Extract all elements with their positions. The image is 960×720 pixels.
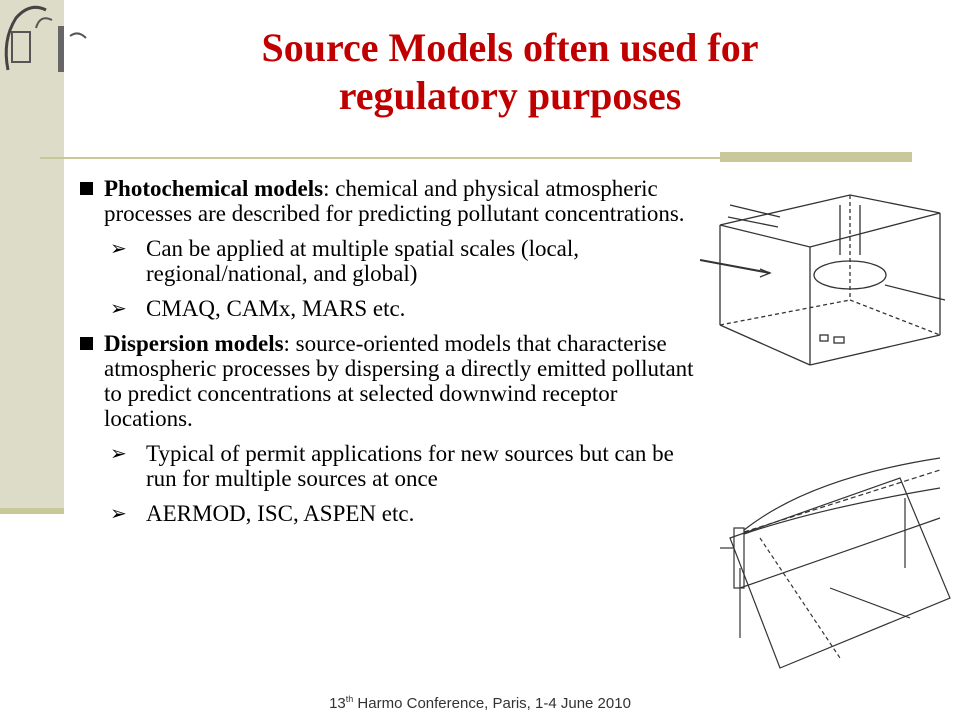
title-line-1: Source Models often used for (261, 25, 759, 70)
sub-bullet-item: ➢ Typical of permit applications for new… (76, 441, 696, 491)
square-bullet-icon (80, 337, 93, 350)
photochemical-box-diagram (700, 194, 946, 366)
sub-bullet-item: ➢ CMAQ, CAMx, MARS etc. (76, 296, 696, 321)
arrow-bullet-icon: ➢ (110, 296, 127, 320)
bullet-text: : source-oriented models that characteri… (104, 331, 694, 431)
sub-bullet-text: AERMOD, ISC, ASPEN etc. (146, 501, 415, 526)
sidebar-strip (0, 508, 64, 514)
title-line-2: regulatory purposes (338, 73, 682, 118)
bullet-item: Photochemical models: chemical and physi… (76, 176, 696, 226)
arrow-bullet-icon: ➢ (110, 501, 127, 525)
sidebar-decoration (0, 0, 64, 512)
conference-logo-icon (4, 5, 87, 72)
sub-bullet-text: Typical of permit applications for new s… (146, 441, 674, 491)
arrow-bullet-icon: ➢ (110, 441, 127, 465)
bullet-item: Dispersion models: source-oriented model… (76, 331, 696, 431)
dispersion-plume-diagram (720, 457, 951, 669)
square-bullet-icon (80, 182, 93, 195)
sub-bullet-item: ➢ Can be applied at multiple spatial sca… (76, 236, 696, 286)
footer-ordinal: th (345, 694, 354, 704)
footer-number: 13 (329, 695, 346, 712)
slide-title: Source Models often used for regulatory … (100, 24, 920, 120)
footer-text: Harmo Conference, Paris, 1-4 June 2010 (353, 695, 631, 712)
slide-footer: 13th Harmo Conference, Paris, 1-4 June 2… (0, 694, 960, 712)
bullet-term: Dispersion models (104, 331, 284, 356)
sub-bullet-text: CMAQ, CAMx, MARS etc. (146, 296, 406, 321)
sub-bullet-text: Can be applied at multiple spatial scale… (146, 236, 580, 286)
title-rule (40, 157, 720, 159)
bullet-text: : chemical and physical atmospheric proc… (104, 176, 685, 226)
title-rule-accent (720, 152, 912, 162)
arrow-bullet-icon: ➢ (110, 236, 127, 260)
bullet-term: Photochemical models (104, 176, 324, 201)
sub-bullet-item: ➢ AERMOD, ISC, ASPEN etc. (76, 501, 696, 526)
slide-body: Photochemical models: chemical and physi… (76, 176, 696, 536)
